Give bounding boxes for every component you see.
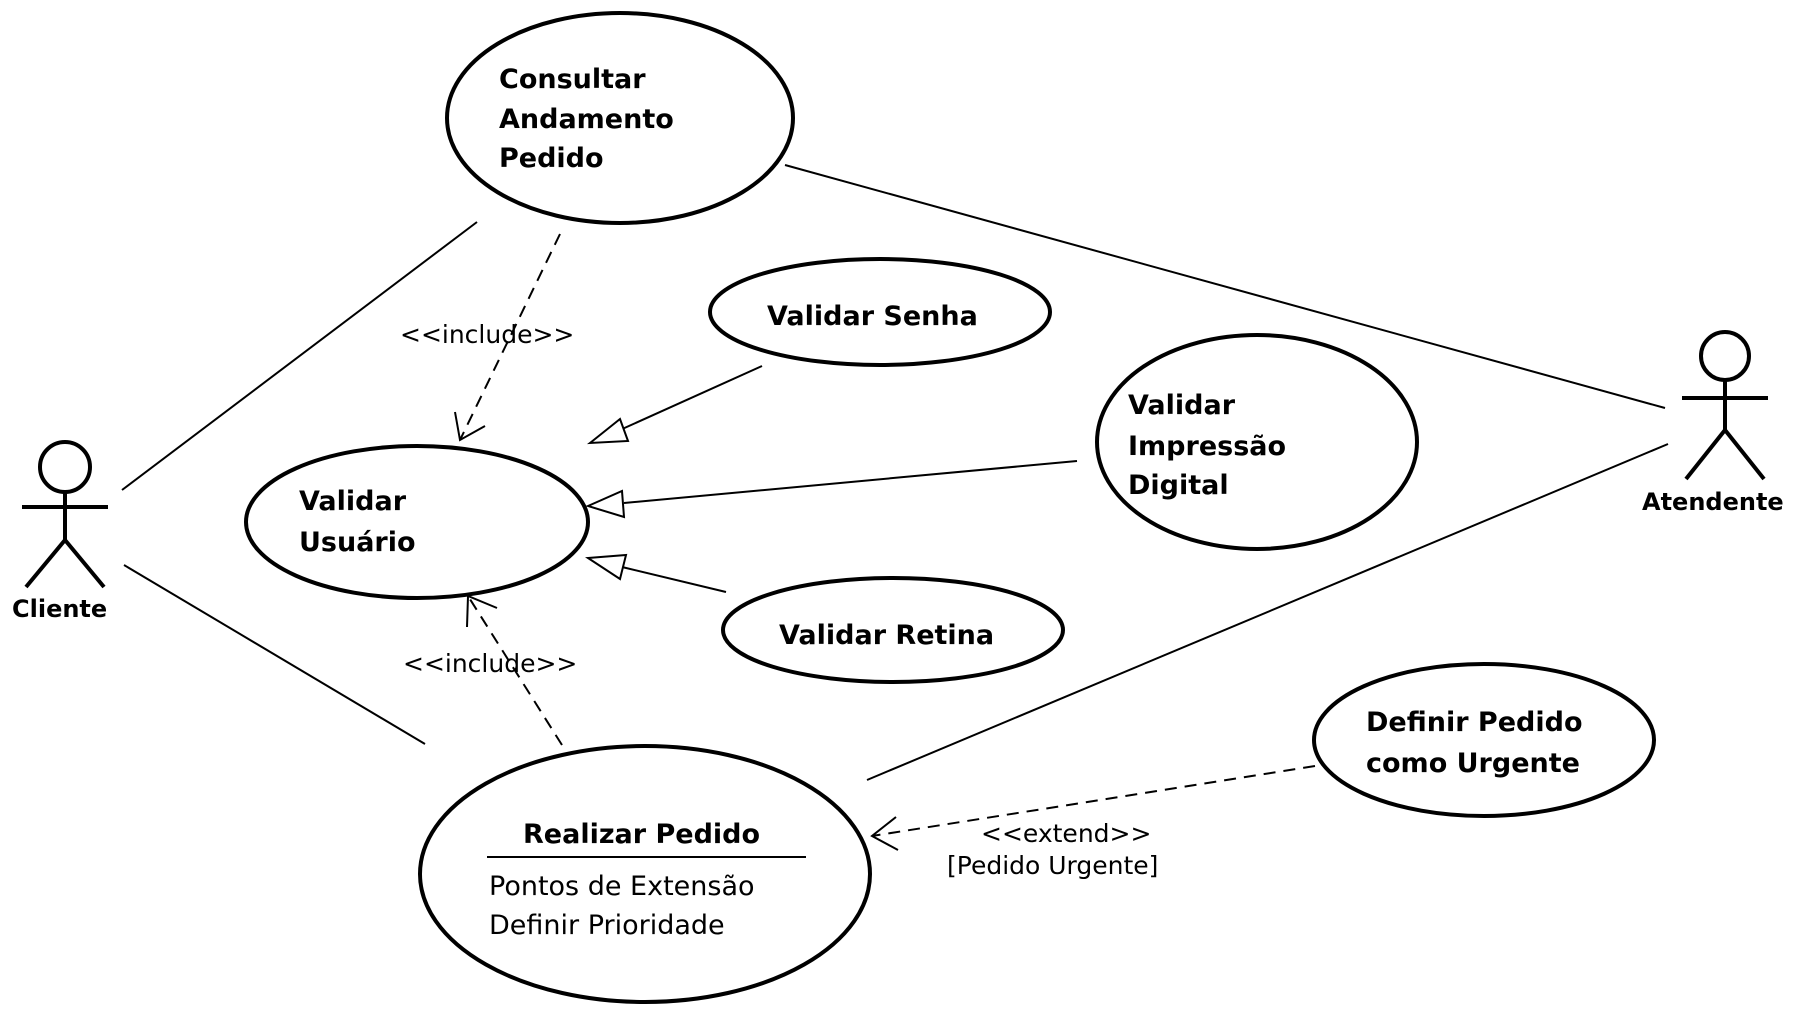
actor-cliente[interactable] — [22, 440, 108, 589]
validar-retina-label: Validar Retina — [779, 620, 994, 651]
actor-atendente-label: Atendente — [1642, 488, 1784, 516]
consultar-label-line3: Pedido — [499, 143, 604, 174]
actor-atendente[interactable] — [1682, 330, 1768, 481]
generalization-impressao-line — [623, 460, 1078, 504]
include-consultar-validar-arrowhead — [454, 411, 486, 442]
definir-urgente-label-line2: como Urgente — [1366, 748, 1580, 779]
include-realizar-validar-line — [467, 595, 563, 746]
validar-usuario-label-line2: Usuário — [299, 527, 416, 558]
use-case-realizar-pedido[interactable] — [418, 744, 872, 1004]
association-atendente-consultar — [784, 164, 1666, 409]
use-case-validar-senha[interactable] — [708, 257, 1052, 367]
use-case-consultar-andamento-pedido[interactable] — [445, 11, 795, 225]
association-atendente-realizar — [866, 443, 1669, 781]
realizar-pedido-label: Realizar Pedido — [523, 819, 760, 850]
extend-condition-label: [Pedido Urgente] — [947, 851, 1158, 880]
include-label-top: <<include>> — [400, 320, 574, 349]
validar-impressao-label-line1: Validar — [1128, 390, 1236, 421]
validar-impressao-label-line2: Impressão — [1128, 431, 1286, 462]
validar-impressao-label-line3: Digital — [1128, 470, 1229, 501]
use-case-definir-pedido-urgente[interactable] — [1312, 662, 1656, 818]
consultar-label-line2: Andamento — [499, 104, 674, 135]
generalization-impressao-arrowhead — [585, 489, 626, 519]
validar-senha-label: Validar Senha — [767, 301, 978, 332]
validar-usuario-label-line1: Validar — [299, 486, 407, 517]
atendente-right-leg — [1723, 428, 1766, 481]
consultar-label-line1: Consultar — [499, 64, 646, 95]
include-consultar-validar-line — [459, 233, 561, 441]
cliente-left-leg — [24, 538, 67, 589]
cliente-right-leg — [63, 538, 106, 589]
extension-point-definir-prioridade: Definir Prioridade — [489, 910, 725, 941]
actor-cliente-label: Cliente — [12, 595, 107, 623]
atendente-head — [1699, 330, 1751, 382]
extend-label: <<extend>> — [981, 819, 1151, 848]
include-label-bottom: <<include>> — [403, 649, 577, 678]
atendente-left-leg — [1684, 428, 1727, 481]
extension-points-title: Pontos de Extensão — [489, 871, 755, 902]
extend-line — [871, 765, 1316, 837]
generalization-retina-line — [621, 566, 727, 593]
extend-arrowhead — [870, 816, 899, 851]
generalization-senha-arrowhead — [586, 417, 630, 445]
use-case-validar-usuario[interactable] — [244, 444, 590, 600]
association-cliente-realizar — [123, 564, 426, 745]
generalization-retina-arrowhead — [585, 553, 628, 581]
association-cliente-consultar — [121, 221, 478, 491]
definir-urgente-label-line1: Definir Pedido — [1366, 707, 1583, 738]
use-case-validar-retina[interactable] — [721, 576, 1065, 684]
generalization-senha-line — [619, 365, 763, 431]
use-case-validar-impressao-digital[interactable] — [1095, 333, 1419, 551]
cliente-head — [38, 440, 92, 494]
